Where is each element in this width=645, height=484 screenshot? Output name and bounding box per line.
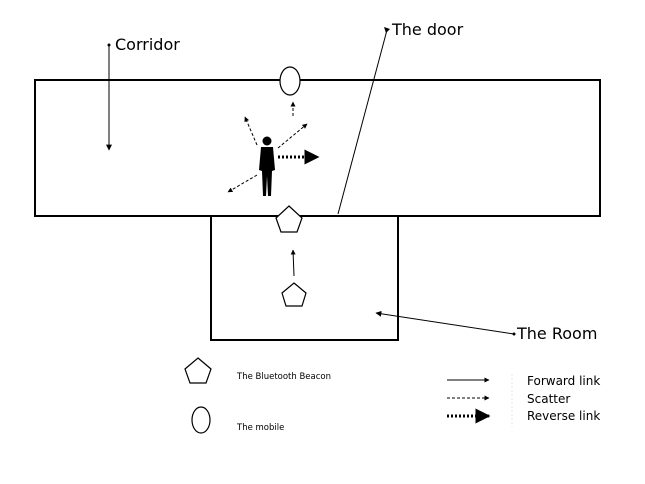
legend-mobile-icon — [191, 406, 211, 434]
legend-forward-label: Forward link — [527, 374, 600, 388]
room-label: The Room — [516, 324, 597, 343]
legend-beacon-icon — [184, 357, 212, 384]
legend-scatter-label: Scatter — [527, 392, 570, 406]
legend-mobile-label: The mobile — [236, 423, 284, 433]
legend-beacon-label: The Bluetooth Beacon — [236, 372, 331, 382]
door-beacon-icon — [275, 205, 303, 233]
corridor-outline — [34, 79, 601, 217]
door-label: The door — [391, 20, 464, 39]
door-pointer — [337, 29, 388, 215]
mobile-icon — [279, 66, 301, 96]
room-pointer — [375, 310, 515, 335]
room-outline — [210, 216, 399, 341]
corridor-label: Corridor — [115, 35, 180, 54]
legend-reverse-label: Reverse link — [527, 409, 600, 423]
room-forward-link-arrow — [290, 249, 296, 277]
scatter-arrows — [227, 101, 308, 193]
room-beacon-icon — [281, 282, 307, 307]
person-icon — [259, 136, 275, 196]
